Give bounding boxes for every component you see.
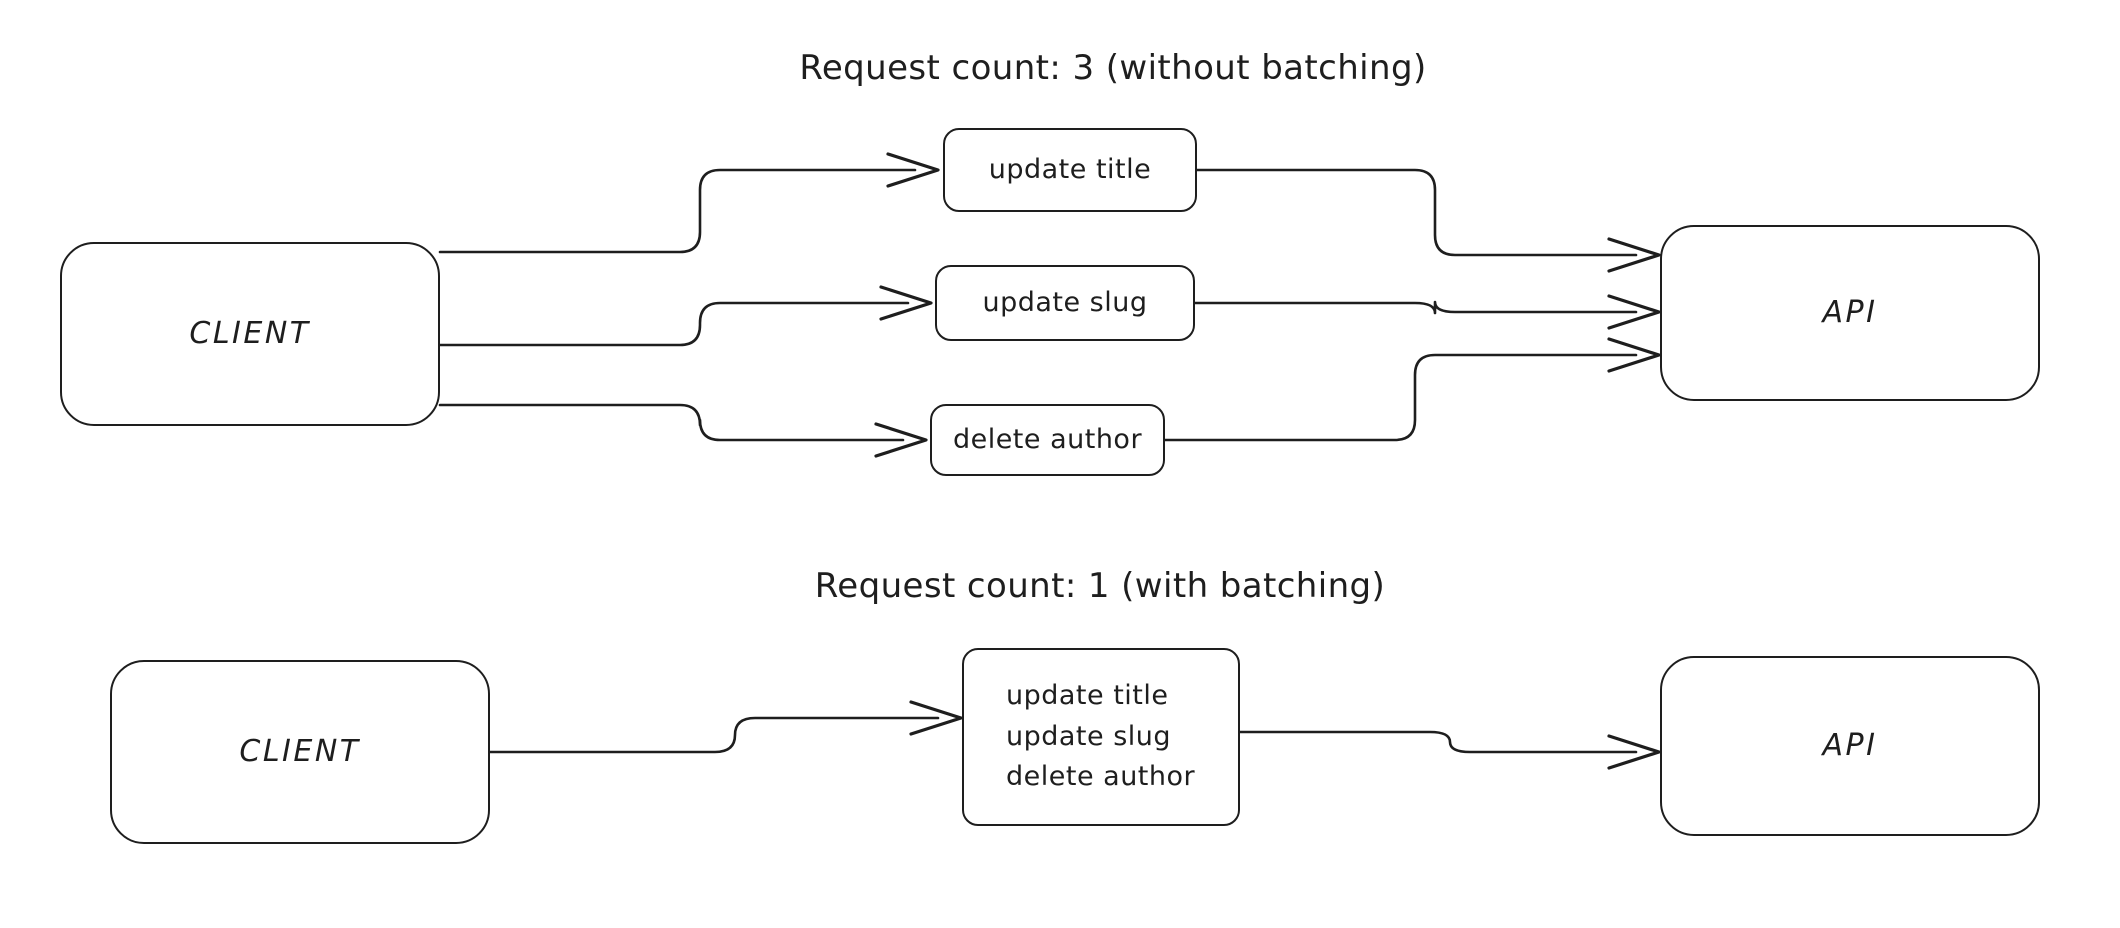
- node-label-api: API: [1822, 294, 1878, 330]
- node-api-with-batching[interactable]: API: [1660, 656, 2040, 836]
- edge-batch-to-api: [1238, 730, 1638, 754]
- arrowhead-api-2: [1607, 294, 1661, 330]
- node-delete-author[interactable]: delete author: [930, 404, 1165, 476]
- edge-update-title-to-api: [1195, 168, 1638, 257]
- arrowhead-batch: [909, 700, 963, 736]
- edge-client-to-update-title: [438, 168, 917, 254]
- edge-delete-author-to-api: [1163, 353, 1638, 442]
- node-label-api-batched: API: [1822, 727, 1878, 763]
- node-api-without-batching[interactable]: API: [1660, 225, 2040, 401]
- section-title-with-batching: Request count: 1 (with batching): [814, 566, 1386, 606]
- node-batch-operations[interactable]: update title update slug delete author: [962, 648, 1240, 826]
- node-client-with-batching[interactable]: CLIENT: [110, 660, 490, 844]
- arrowhead-api-batched: [1607, 734, 1661, 770]
- section-title-without-batching: Request count: 3 (without batching): [799, 48, 1427, 88]
- node-update-title[interactable]: update title: [943, 128, 1197, 212]
- node-update-slug[interactable]: update slug: [935, 265, 1195, 341]
- edge-client-to-batch: [488, 716, 940, 754]
- edge-client-to-delete-author: [438, 403, 905, 442]
- node-label-batch-operations: update title update slug delete author: [1006, 680, 1196, 793]
- arrowhead-update-title: [886, 152, 940, 188]
- node-label-update-slug: update slug: [982, 286, 1148, 318]
- node-client-without-batching[interactable]: CLIENT: [60, 242, 440, 426]
- arrowhead-update-slug: [879, 285, 933, 321]
- node-label-delete-author: delete author: [952, 423, 1143, 455]
- edge-update-slug-to-api: [1193, 300, 1638, 315]
- node-label-client-batched: CLIENT: [239, 733, 361, 769]
- arrowhead-delete-author: [874, 422, 928, 458]
- arrowhead-api-1: [1607, 237, 1661, 273]
- edge-client-to-update-slug: [438, 301, 910, 347]
- node-label-update-title: update title: [988, 153, 1152, 185]
- arrowhead-api-3: [1607, 337, 1661, 373]
- node-label-client: CLIENT: [189, 315, 311, 351]
